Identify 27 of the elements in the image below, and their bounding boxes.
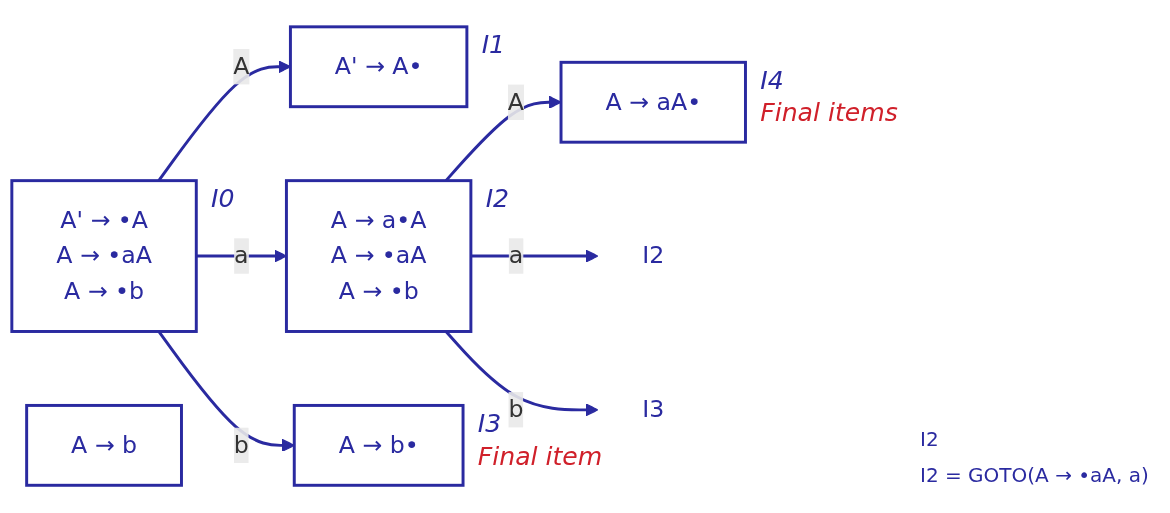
item-set-caption: I4 bbox=[760, 66, 784, 96]
node-box: A → b bbox=[25, 404, 183, 488]
item-set-caption: I1 bbox=[481, 30, 506, 60]
edge-label: A bbox=[233, 52, 250, 81]
node-box: A → aA• bbox=[559, 61, 747, 145]
arrow bbox=[157, 60, 291, 182]
edge-label: a bbox=[508, 241, 524, 270]
node-box: A → a•A A → •aA A → •b bbox=[284, 179, 473, 334]
node-box: A' → A• bbox=[288, 25, 469, 109]
arrow bbox=[470, 250, 599, 263]
node-box: A → b• bbox=[292, 404, 465, 488]
arrow bbox=[196, 250, 287, 263]
edge-label: b bbox=[233, 431, 249, 460]
node-text: I3 bbox=[642, 395, 665, 424]
note-text: I2 = GOTO(A → •aA, a) bbox=[920, 463, 1150, 487]
note-text: I2 bbox=[920, 427, 940, 451]
item-set-caption: I3 bbox=[477, 409, 502, 439]
node-text: I2 bbox=[642, 241, 665, 270]
edge-label: a bbox=[234, 241, 249, 270]
item-set-caption: I0 bbox=[211, 184, 235, 214]
arrow bbox=[157, 331, 295, 453]
item-set-caption: I2 bbox=[485, 184, 510, 214]
edge-label: b bbox=[508, 395, 524, 424]
edge-label: A bbox=[507, 87, 525, 116]
item-set-caption: Final item bbox=[477, 442, 603, 472]
node-box: A' → •A A → •aA A → •b bbox=[10, 179, 198, 334]
item-set-caption: Final items bbox=[760, 98, 898, 128]
